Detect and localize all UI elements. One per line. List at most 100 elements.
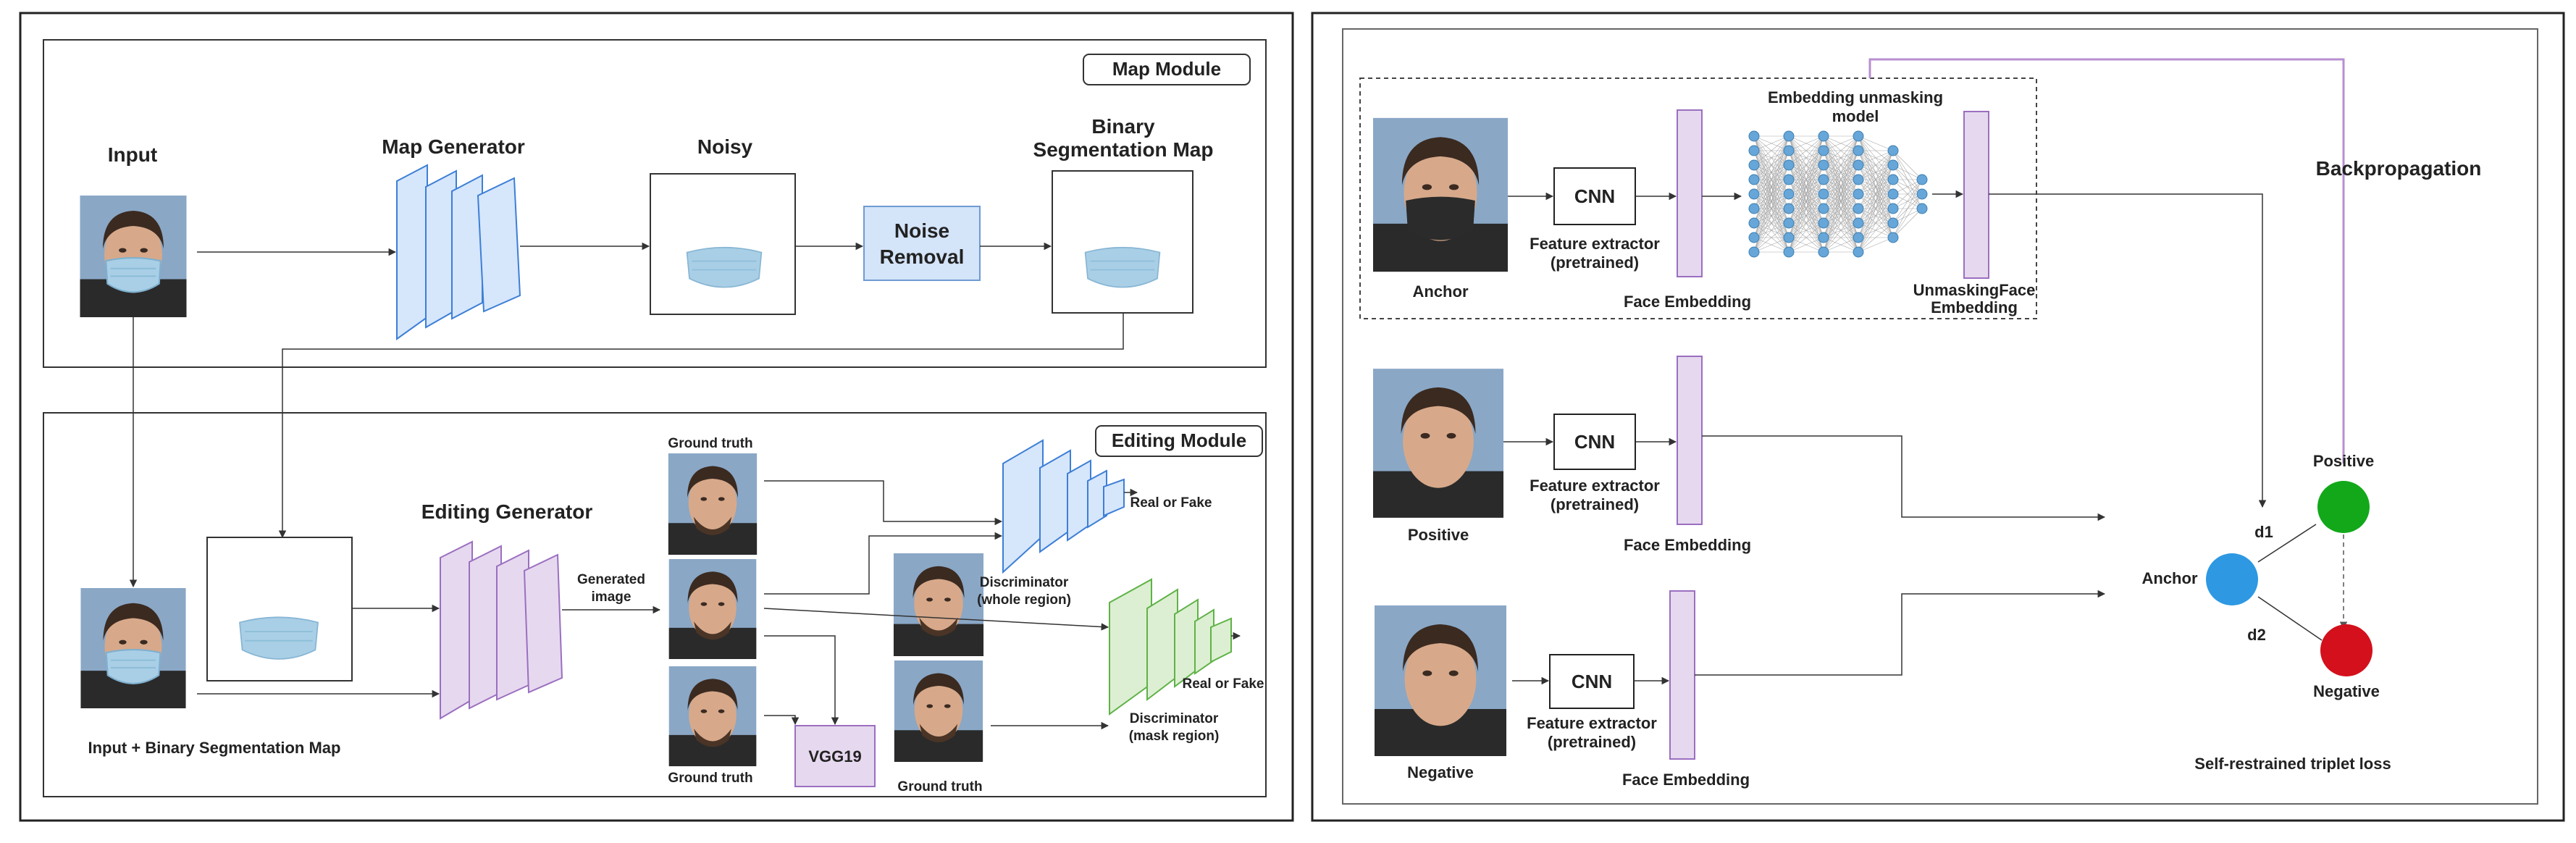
- backprop-label: Backpropagation: [2316, 157, 2482, 180]
- embedding-model-label-1: Embedding unmasking: [1768, 88, 1943, 106]
- neural-net-edge: [1858, 150, 1894, 166]
- neural-net-node: [1887, 232, 1899, 243]
- map-module-title: Map Module: [1112, 58, 1221, 80]
- neural-net-edge: [1788, 135, 1824, 166]
- neural-net-node: [1853, 145, 1864, 156]
- positive-extractor-label-2: (pretrained): [1551, 495, 1639, 513]
- neural-net-edge: [1753, 208, 1790, 253]
- ground-truth-right-bottom-image: [894, 660, 983, 762]
- neural-net-edge: [1753, 135, 1790, 209]
- embedding-model-region: [1359, 77, 2037, 319]
- generated-face-image: [669, 559, 757, 659]
- neural-net-edge: [1753, 222, 1790, 253]
- map-module-box: [43, 39, 1267, 368]
- positive-face-label: Positive: [1408, 526, 1469, 544]
- neural-net-node: [1783, 188, 1795, 200]
- neural-net-edge: [1753, 135, 1790, 253]
- neural-net-edge: [1788, 135, 1824, 209]
- embedding-model-label-2: model: [1832, 107, 1879, 125]
- disc-mask-label-2: (mask region): [1129, 729, 1220, 744]
- neural-net-node: [1783, 203, 1795, 214]
- neural-net-node: [1818, 232, 1829, 243]
- negative-node: [2320, 624, 2372, 676]
- neural-net-node: [1748, 246, 1760, 258]
- disc-mask-label-1: Discriminator: [1130, 711, 1219, 726]
- neural-net-node: [1887, 217, 1899, 229]
- negative-node-label: Negative: [2313, 682, 2380, 700]
- editing-generator-block: [440, 540, 563, 720]
- map-module-arrows: [129, 242, 1124, 588]
- ground-truth-bottom-image: [669, 666, 757, 766]
- anchor-face-image: [1373, 118, 1508, 272]
- map-module-title-box: [1083, 54, 1251, 85]
- discriminator-whole-block: [1002, 439, 1125, 574]
- ground-truth-top-image: [668, 453, 758, 555]
- neural-net-node: [1916, 203, 1928, 214]
- neural-net-edge: [1858, 222, 1894, 253]
- neural-net-node: [1916, 188, 1928, 200]
- noisy-mask-image: [686, 246, 763, 288]
- editing-module-title-box: [1095, 425, 1263, 457]
- neural-net-node: [1818, 246, 1829, 258]
- row-anchor: Anchor CNN Feature extractor (pretrained…: [1373, 109, 1751, 311]
- discriminator-mask-block: [1109, 578, 1232, 716]
- noise-removal-label-1: Noise: [894, 219, 949, 242]
- negative-extractor-label-1: Feature extractor: [1527, 714, 1657, 732]
- negative-cnn-label: CNN: [1572, 671, 1612, 692]
- input-face-image: [80, 196, 187, 317]
- right-panel-border: [1311, 12, 2565, 822]
- negative-extractor-label-2: (pretrained): [1548, 733, 1636, 751]
- neural-net-edge: [1823, 164, 1859, 253]
- d1-label: d1: [2254, 523, 2273, 541]
- neural-net-edge: [1788, 135, 1824, 180]
- neural-net-node: [1748, 188, 1760, 200]
- unmasking-embedding-bar: [1963, 111, 1989, 279]
- editing-module-title: Editing Module: [1112, 429, 1246, 451]
- row-negative: Negative CNN Feature extractor (pretrain…: [1375, 590, 2106, 789]
- row-positive: Positive CNN Feature extractor (pretrain…: [1373, 356, 2106, 554]
- neural-net-edge: [1892, 193, 1923, 238]
- neural-net-edge: [1788, 135, 1824, 238]
- ground-truth-right-label: Ground truth: [897, 779, 982, 794]
- neural-net-edge: [1858, 150, 1894, 209]
- neural-net-edge: [1788, 150, 1824, 253]
- left-panel: Map Module Input Map Generator Noisy Noi…: [19, 12, 1294, 822]
- neural-net-node: [1887, 188, 1899, 200]
- neural-net-edge: [1823, 237, 1859, 253]
- neural-net-node: [1748, 217, 1760, 229]
- negative-face-image: [1375, 605, 1506, 756]
- neural-net-node: [1748, 145, 1760, 156]
- neural-net-edge: [1753, 237, 1790, 253]
- generated-image-label-2: image: [592, 590, 632, 605]
- neural-net-node: [1887, 203, 1899, 214]
- neural-net-edge: [1892, 179, 1923, 238]
- anchor-embedding-label: Face Embedding: [1624, 293, 1751, 311]
- neural-net-edge: [1892, 179, 1923, 224]
- neural-net-edge: [1892, 208, 1923, 238]
- neural-net-edge: [1788, 164, 1824, 253]
- negative-embedding-label: Face Embedding: [1622, 771, 1750, 789]
- binary-map-label-2: Segmentation Map: [1033, 138, 1214, 161]
- positive-embedding-label: Face Embedding: [1624, 536, 1751, 554]
- neural-net-node: [1853, 159, 1864, 171]
- neural-net-node: [1818, 174, 1829, 185]
- neural-net-node: [1748, 174, 1760, 185]
- neural-net-edge: [1753, 135, 1790, 180]
- neural-net-edge: [1858, 150, 1894, 195]
- neural-net-edge: [1892, 150, 1923, 180]
- input-copy-face-image: [80, 588, 185, 708]
- positive-extractor-label-1: Feature extractor: [1530, 477, 1660, 495]
- neural-net-node: [1783, 145, 1795, 156]
- neural-net-edge: [1858, 193, 1894, 253]
- neural-net-node: [1853, 232, 1864, 243]
- neural-net-edge: [1788, 208, 1824, 253]
- neural-net-edge: [1753, 164, 1790, 253]
- ground-truth-bottom-label: Ground truth: [668, 771, 752, 786]
- anchor-face-label: Anchor: [1413, 282, 1469, 301]
- neural-net-edge: [1858, 150, 1894, 238]
- binary-mask-image: [1084, 246, 1161, 288]
- neural-net-node: [1818, 159, 1829, 171]
- neural-net-edge: [1858, 208, 1894, 253]
